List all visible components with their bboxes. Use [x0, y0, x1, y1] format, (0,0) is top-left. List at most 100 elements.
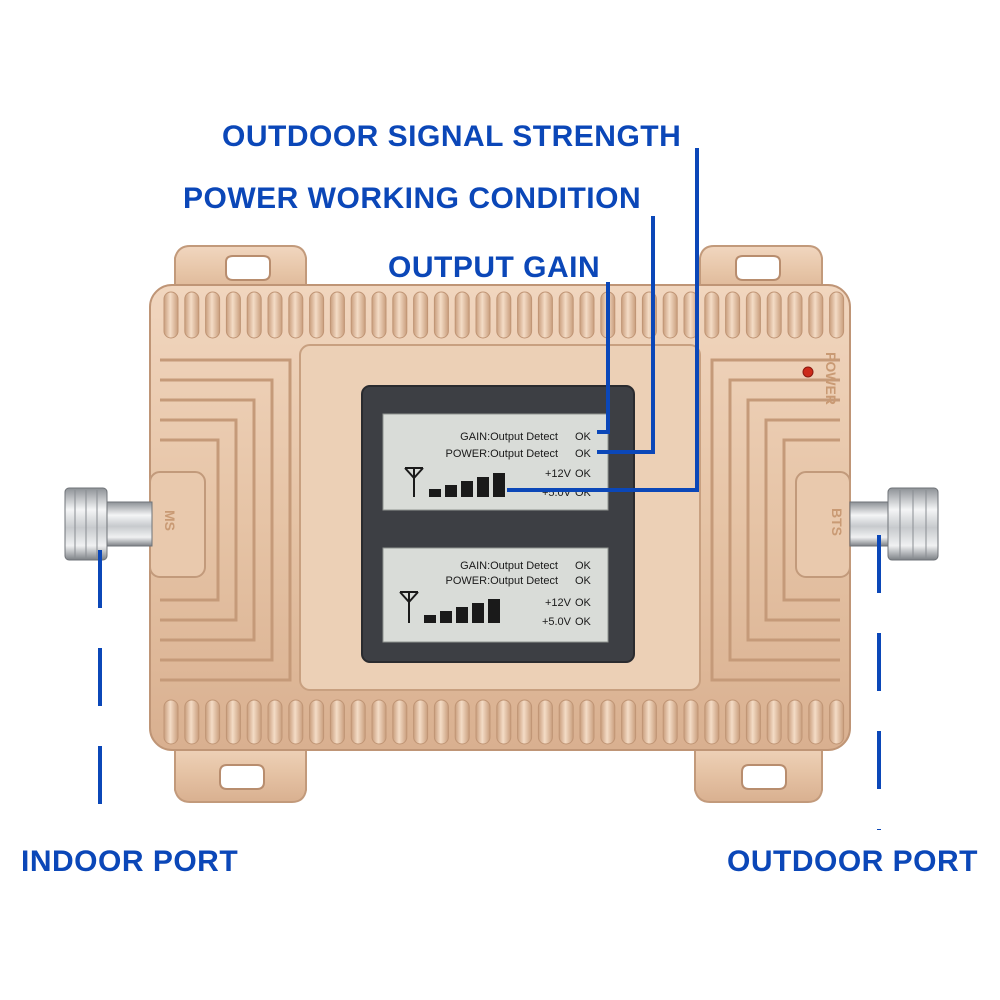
cooling-fin: [205, 291, 221, 339]
cooling-fin: [496, 699, 512, 745]
outdoor-port-connector[interactable]: [849, 487, 939, 561]
cooling-fin: [787, 291, 803, 339]
cooling-fin: [309, 699, 325, 745]
lcd2-line2-label: POWER:Output Detect: [446, 575, 558, 587]
cooling-fin: [309, 291, 325, 339]
cooling-fin: [579, 699, 595, 745]
leader-line-power-condition: [597, 216, 655, 454]
mounting-ear-bottom-left: [174, 739, 307, 803]
cooling-fin: [205, 699, 221, 745]
cooling-fin: [350, 699, 366, 745]
signal-bar: [461, 481, 473, 497]
cooling-fin: [246, 291, 262, 339]
lcd2-signal-bars: [424, 599, 500, 623]
lcd1-signal-bars: [429, 473, 505, 497]
signal-bar: [472, 603, 484, 623]
cooling-fin: [621, 291, 637, 339]
lcd-panel-1: GAIN:Output Detect OK POWER:Output Detec…: [382, 413, 609, 511]
lcd2-line3-status: OK: [575, 597, 592, 609]
cooling-fin: [662, 291, 678, 339]
cooling-fin: [745, 291, 761, 339]
lcd-panel-2: GAIN:Output Detect OK POWER:Output Detec…: [382, 547, 609, 643]
cooling-fin: [225, 291, 241, 339]
cooling-fin: [163, 291, 179, 339]
signal-bar: [429, 489, 441, 497]
lcd1-line2-label: POWER:Output Detect: [446, 448, 558, 460]
cooling-fin: [787, 699, 803, 745]
cooling-fin: [392, 291, 408, 339]
cooling-fin: [725, 699, 741, 745]
indoor-port-connector[interactable]: [64, 487, 153, 561]
lcd1-line3-status: OK: [575, 468, 592, 480]
cooling-fin: [621, 699, 637, 745]
cooling-fin: [225, 699, 241, 745]
lcd2-antenna-icon: [399, 591, 419, 623]
cooling-fin: [433, 699, 449, 745]
cooling-fin: [683, 699, 699, 745]
callout-outdoor-port: OUTDOOR PORT: [727, 845, 978, 878]
lcd2-line1-label: GAIN:Output Detect: [460, 560, 558, 572]
ridge-pattern-right: [710, 358, 840, 682]
leader-line-signal-strength: [507, 148, 699, 492]
signal-bar: [445, 485, 457, 497]
lcd1-line1-label: GAIN:Output Detect: [460, 431, 558, 443]
lcd1-line1-status: OK: [575, 431, 592, 443]
cooling-fin: [246, 699, 262, 745]
cooling-fin: [371, 699, 387, 745]
signal-bar: [477, 477, 489, 497]
lcd1-antenna-icon: [404, 467, 424, 497]
cooling-fin: [475, 699, 491, 745]
lcd1-line3-label: +12V: [545, 468, 572, 480]
bts-port-label: BTS: [829, 508, 845, 536]
power-led: [802, 366, 814, 378]
cooling-fin: [454, 699, 470, 745]
cooling-fin: [600, 699, 616, 745]
cooling-fin: [267, 291, 283, 339]
lcd2-line3-label: +12V: [545, 597, 572, 609]
cooling-fin: [475, 291, 491, 339]
cooling-fin: [662, 699, 678, 745]
cooling-fin: [454, 291, 470, 339]
cooling-fin: [496, 291, 512, 339]
cooling-fin: [288, 291, 304, 339]
cooling-fin: [288, 699, 304, 745]
ridge-pattern-left: [160, 358, 292, 682]
cooling-fin: [725, 291, 741, 339]
leader-line-output-gain: [597, 282, 610, 434]
cooling-fin: [517, 699, 533, 745]
cooling-fin: [558, 699, 574, 745]
cooling-fin: [704, 699, 720, 745]
signal-bar: [424, 615, 436, 623]
cooling-fin: [537, 699, 553, 745]
cooling-fin: [766, 699, 782, 745]
cooling-fin: [163, 699, 179, 745]
signal-bar: [456, 607, 468, 623]
lcd1-line2-status: OK: [575, 448, 592, 460]
cooling-fin: [413, 291, 429, 339]
power-led-label: POWER: [823, 352, 839, 405]
signal-bar: [493, 473, 505, 497]
cooling-fin: [808, 699, 824, 745]
cooling-fin: [350, 291, 366, 339]
ms-port-label: MS: [162, 510, 178, 531]
callout-output-gain: OUTPUT GAIN: [388, 251, 601, 284]
cooling-fin: [413, 699, 429, 745]
cooling-fins-bottom: [163, 699, 845, 745]
mounting-ear-bottom-right: [694, 739, 823, 803]
cooling-fin: [371, 291, 387, 339]
cooling-fin: [329, 699, 345, 745]
callout-power-working-condition: POWER WORKING CONDITION: [183, 182, 642, 215]
cooling-fin: [745, 699, 761, 745]
cooling-fin: [766, 291, 782, 339]
callout-outdoor-signal-strength: OUTDOOR SIGNAL STRENGTH: [222, 120, 682, 153]
cooling-fin: [829, 291, 845, 339]
lcd2-line4-status: OK: [575, 616, 592, 628]
cooling-fin: [808, 291, 824, 339]
cooling-fin: [184, 291, 200, 339]
cooling-fin: [392, 699, 408, 745]
cooling-fin: [433, 291, 449, 339]
lcd2-line2-status: OK: [575, 575, 592, 587]
lcd2-line1-status: OK: [575, 560, 592, 572]
callout-indoor-port: INDOOR PORT: [21, 845, 239, 878]
